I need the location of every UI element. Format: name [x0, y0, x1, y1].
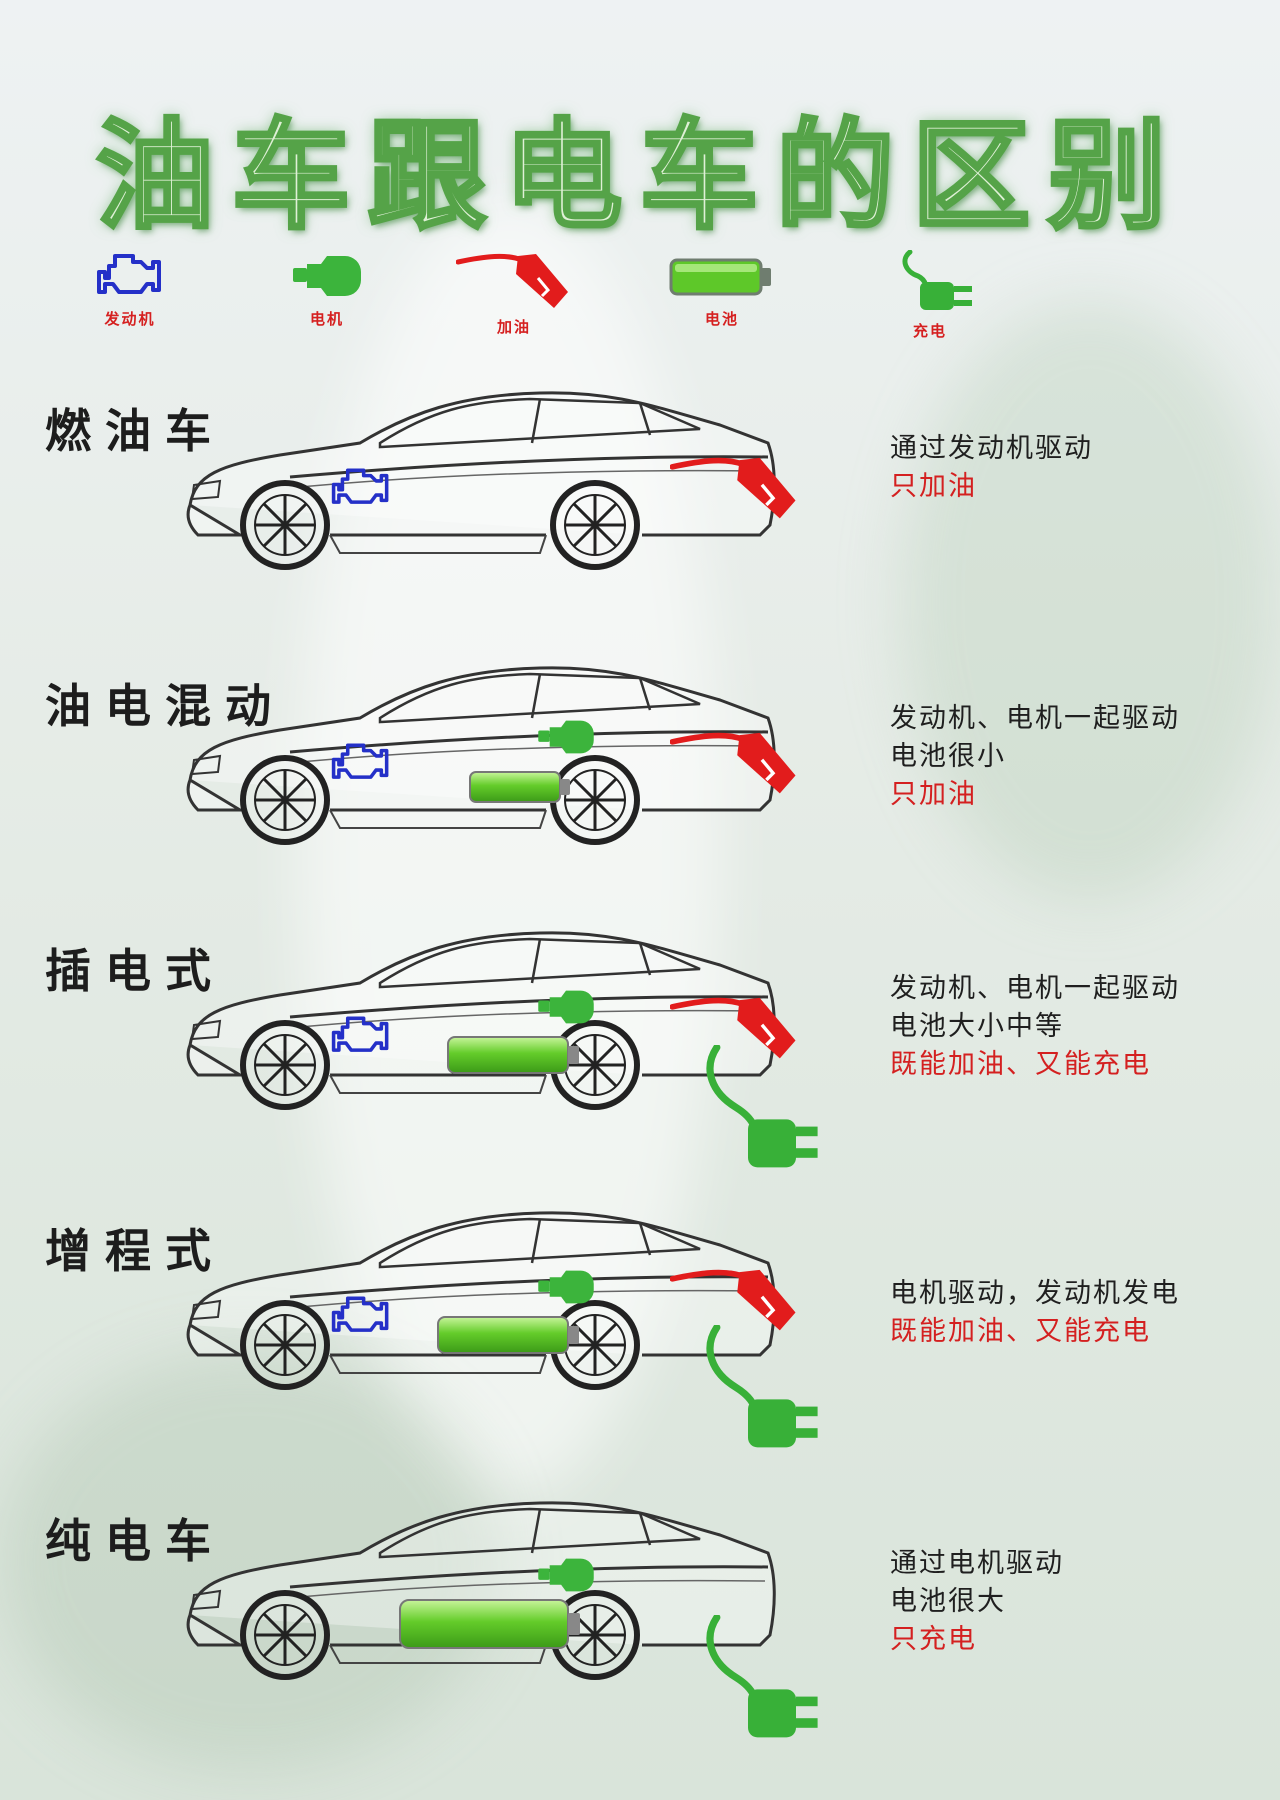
description-highlight: 只充电	[890, 1624, 977, 1655]
section-description: 通过发动机驱动 只加油	[890, 430, 1270, 506]
section-title: 纯电车	[45, 1514, 225, 1568]
car-diagram	[180, 1495, 840, 1755]
section-title: 油电混动	[45, 679, 285, 733]
description-highlight: 既能加油、又能充电	[890, 1316, 1151, 1347]
legend-charge: 充电	[850, 250, 1010, 341]
description-highlight: 只加油	[890, 471, 977, 502]
description-highlight: 只加油	[890, 779, 977, 810]
description-line: 电机驱动，发动机发电	[890, 1278, 1180, 1309]
background-blob	[900, 300, 1280, 900]
legend-fuel: 加油	[434, 250, 594, 337]
section-hybrid: 油电混动 发动机、电机一起驱动 电池很小 只加油	[0, 670, 1280, 940]
car-diagram	[180, 1205, 840, 1465]
fuel-nozzle-icon	[456, 253, 568, 308]
section-pure-electric: 纯电车 通过电机驱动 电池很大 只充电	[0, 1505, 1280, 1775]
charging-plug-icon	[902, 250, 972, 310]
description-line: 电池很小	[890, 741, 1006, 772]
car-outline	[188, 668, 774, 842]
motor-icon	[293, 256, 361, 296]
battery-icon	[447, 1036, 579, 1074]
section-title: 增程式	[45, 1224, 225, 1278]
description-line: 通过电机驱动	[890, 1548, 1064, 1579]
description-line: 发动机、电机一起驱动	[890, 703, 1180, 734]
legend-label: 发动机	[104, 310, 156, 328]
section-title: 插电式	[45, 944, 225, 998]
battery-icon	[669, 258, 771, 296]
description-highlight: 既能加油、又能充电	[890, 1049, 1151, 1080]
car-outline	[188, 393, 774, 567]
section-description: 发动机、电机一起驱动 电池大小中等 既能加油、又能充电	[890, 970, 1270, 1084]
section-range-extender: 增程式 电机驱动，发动机发电 既能加油、又能充电	[0, 1215, 1280, 1485]
section-description: 发动机、电机一起驱动 电池很小 只加油	[890, 700, 1270, 814]
car-outline	[188, 1213, 774, 1387]
legend-label: 电机	[309, 310, 344, 328]
legend-motor: 电机	[247, 250, 407, 329]
description-line: 通过发动机驱动	[890, 433, 1093, 464]
section-title: 燃油车	[45, 404, 225, 458]
legend-engine: 发动机	[50, 250, 210, 329]
section-plug-in: 插电式 发动机、电机一起驱动 电池大小中等 既能加油、又能充电	[0, 935, 1280, 1205]
description-line: 电池很大	[890, 1586, 1006, 1617]
battery-icon	[399, 1599, 580, 1649]
engine-icon	[97, 254, 161, 294]
description-line: 电池大小中等	[890, 1011, 1064, 1042]
description-line: 发动机、电机一起驱动	[890, 973, 1180, 1004]
battery-icon	[437, 1316, 579, 1354]
car-outline	[188, 1503, 774, 1677]
car-diagram	[180, 925, 840, 1185]
legend-label: 电池	[704, 310, 739, 328]
legend-battery: 电池	[642, 250, 802, 329]
section-fuel-car: 燃油车 通过发动机驱动 只加油	[0, 395, 1280, 665]
legend-label: 加油	[496, 318, 531, 336]
car-outline	[188, 933, 774, 1107]
car-diagram	[180, 385, 820, 585]
battery-icon	[469, 771, 570, 803]
page-title: 油车跟电车的区别	[94, 105, 1184, 247]
section-description: 电机驱动，发动机发电 既能加油、又能充电	[890, 1275, 1270, 1351]
car-diagram	[180, 660, 820, 860]
legend-label: 充电	[912, 322, 947, 340]
section-description: 通过电机驱动 电池很大 只充电	[890, 1545, 1270, 1659]
